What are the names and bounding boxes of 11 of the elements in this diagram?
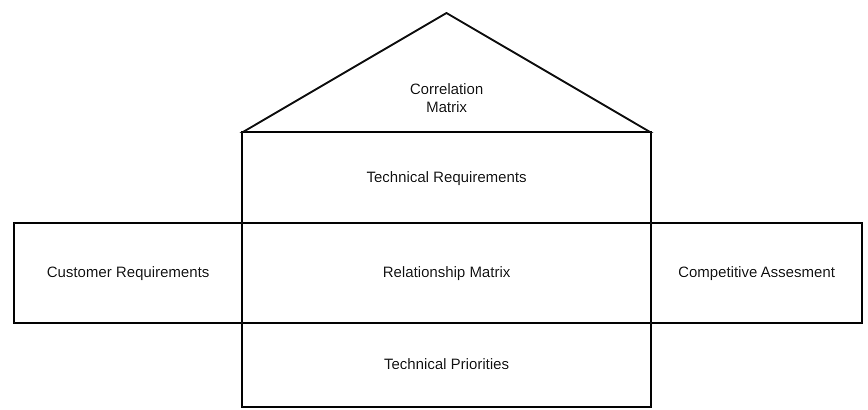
section-label: Technical Requirements: [366, 168, 527, 186]
side-section: [13, 222, 243, 324]
section-label: Technical Priorities: [384, 356, 510, 374]
triangle-roof: [241, 12, 652, 133]
section-label: Relationship Matrix: [382, 264, 510, 282]
section-label: Competitive Assesment: [678, 264, 835, 282]
matrix-section: [241, 131, 652, 224]
side-section: [650, 222, 863, 324]
section-label: Correlation Matrix: [408, 80, 484, 116]
matrix-section: [241, 322, 652, 408]
section-label: Customer Requirements: [46, 264, 210, 282]
